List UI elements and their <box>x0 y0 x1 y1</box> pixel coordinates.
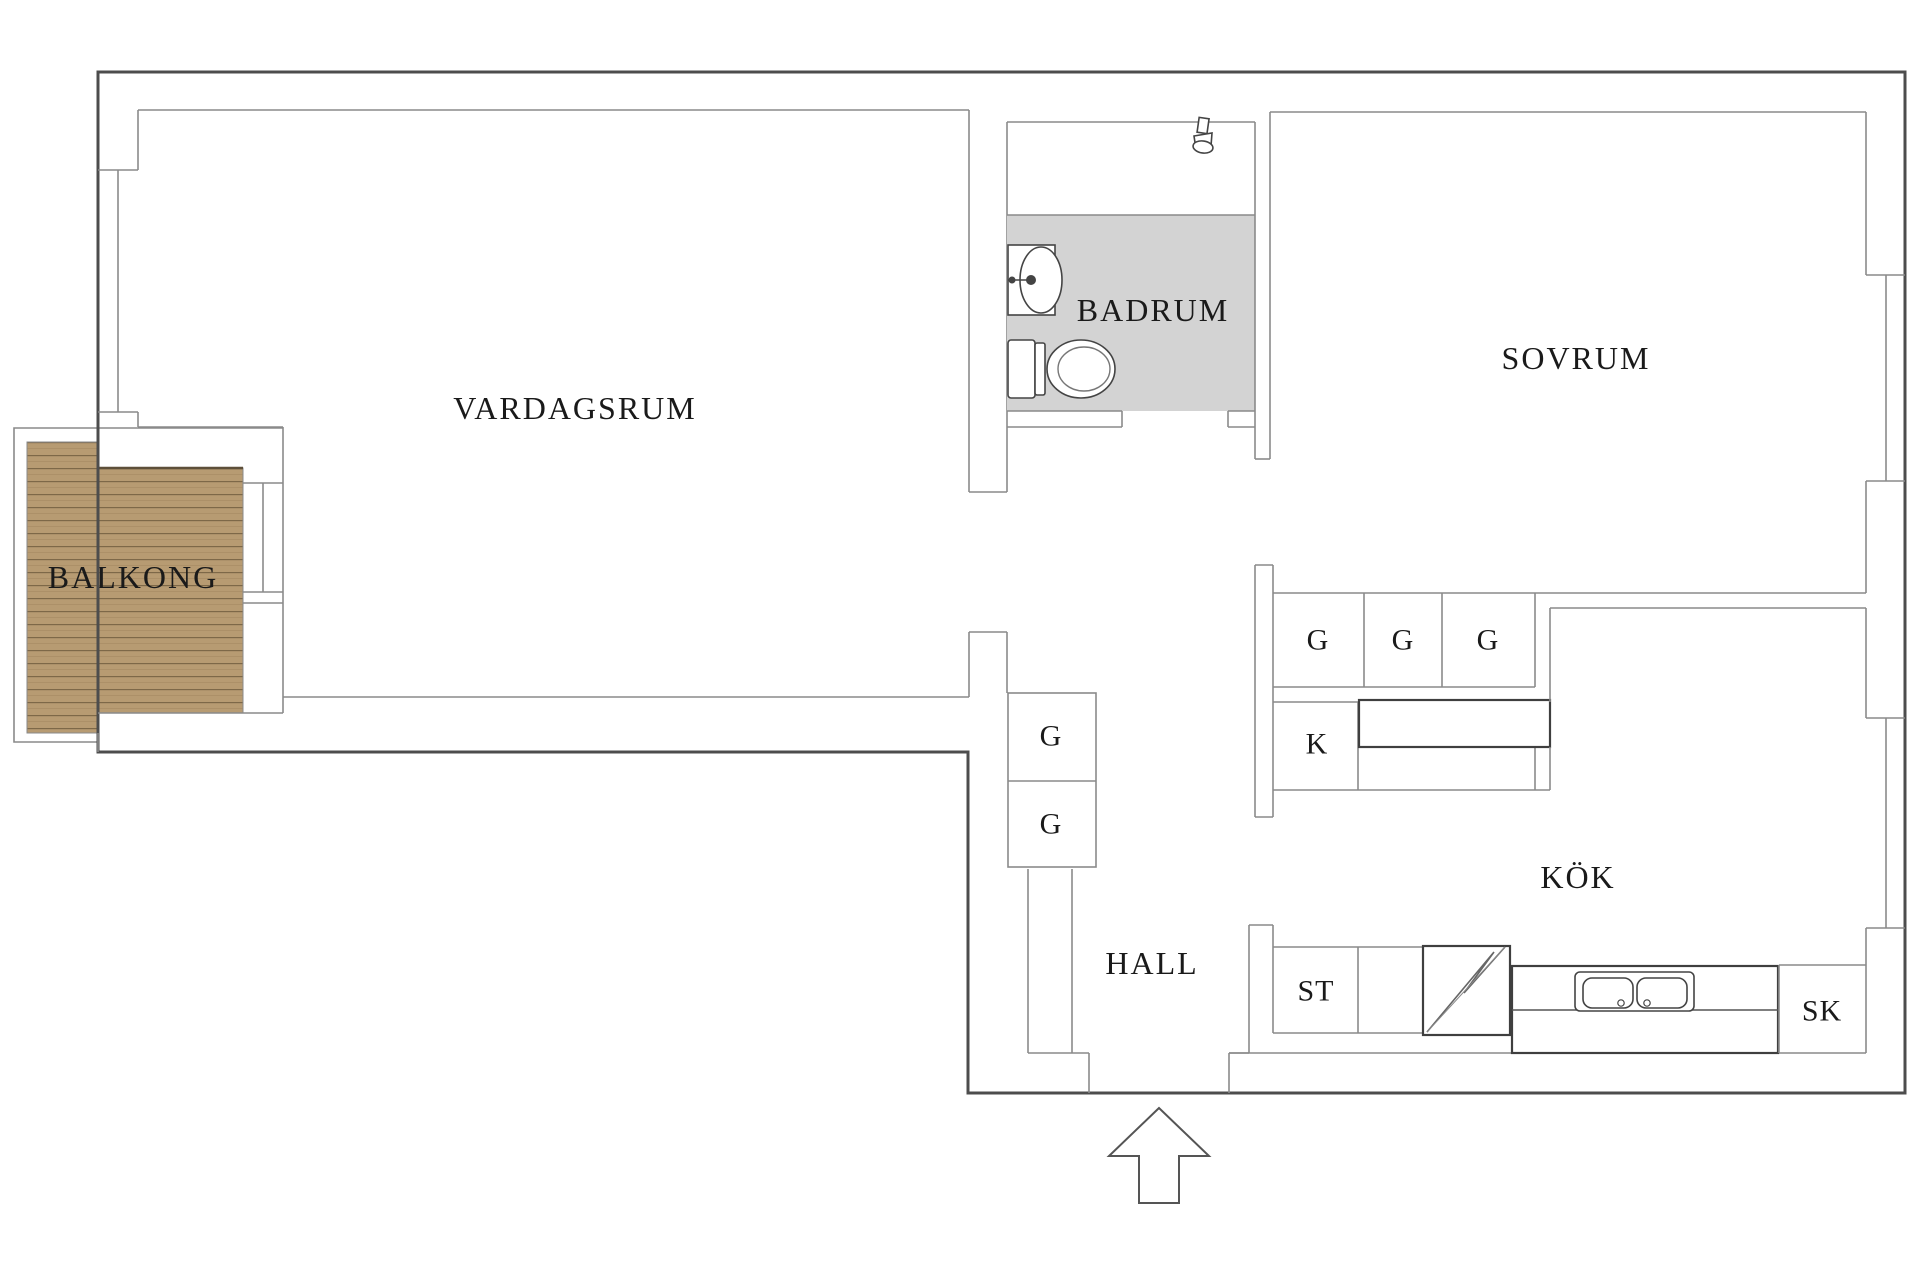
hall-g-top-label: G <box>1040 720 1063 753</box>
room-kok: ST SK KÖK <box>1229 607 1905 1055</box>
hall-label: HALL <box>1105 945 1198 981</box>
wardrobe-area: G G G K <box>1254 564 1552 818</box>
closet-st: ST <box>1272 946 1424 1034</box>
room-balkong: BALKONG <box>13 427 283 743</box>
hall-g-bottom-label: G <box>1040 808 1063 841</box>
toilet-icon <box>1007 339 1116 399</box>
closet-k-label: K <box>1306 728 1329 761</box>
outer-wall <box>96 70 1907 1095</box>
closet-row-ggg: G G G <box>1273 593 1536 688</box>
closet-g1-label: G <box>1307 624 1330 657</box>
closet-sk-label: SK <box>1802 995 1842 1028</box>
closet-st-label: ST <box>1297 975 1334 1008</box>
kok-label: KÖK <box>1540 859 1615 895</box>
sovrum-label: SOVRUM <box>1502 340 1651 376</box>
balcony-railing-outline <box>13 427 283 743</box>
living-room-window <box>98 169 138 413</box>
stove-lightning-icon <box>1421 944 1512 1037</box>
bedroom-window <box>1866 274 1905 482</box>
room-badrum: BADRUM <box>1007 112 1271 460</box>
kitchen-window <box>1866 717 1905 929</box>
kitchen-counter-top <box>1357 698 1552 749</box>
balkong-label: BALKONG <box>48 559 218 595</box>
closet-sk: SK <box>1778 964 1866 1053</box>
shower-head-icon <box>1192 116 1214 154</box>
double-sink-icon <box>1510 964 1780 1055</box>
balcony-door <box>243 427 284 713</box>
closet-column-gg: G G <box>1007 692 1097 868</box>
badrum-label: BADRUM <box>1077 292 1229 328</box>
vardagsrum-label: VARDAGSRUM <box>453 390 696 426</box>
room-hall: G G HALL <box>1007 692 1274 1093</box>
room-sovrum: SOVRUM <box>1270 111 1905 594</box>
entry-arrow-up-icon <box>1106 1106 1212 1204</box>
closet-row-k: K <box>1273 698 1552 791</box>
room-vardagsrum: VARDAGSRUM <box>97 109 1008 752</box>
washbasin-icon <box>1007 244 1063 316</box>
closet-g3-label: G <box>1477 624 1500 657</box>
closet-g2-label: G <box>1392 624 1415 657</box>
